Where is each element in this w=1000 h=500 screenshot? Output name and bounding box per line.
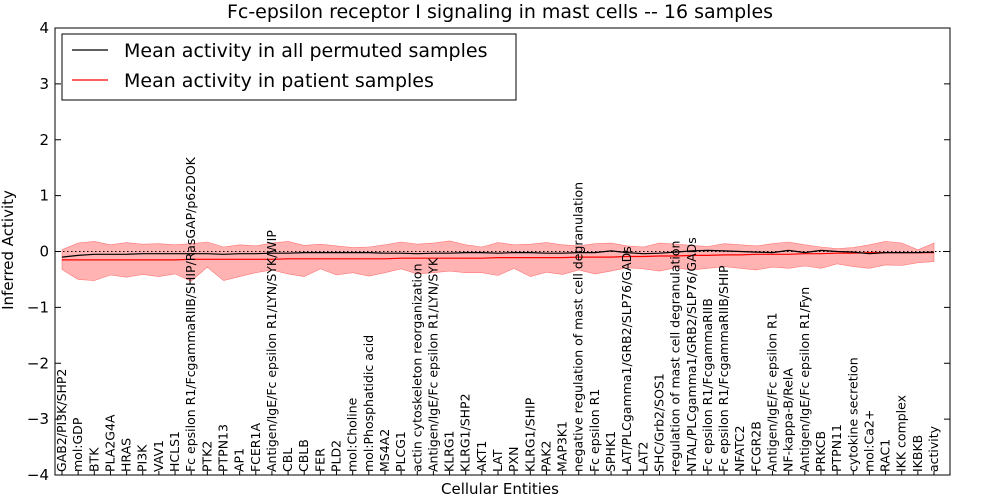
y-tick-label: −3 (27, 410, 49, 428)
x-tick-label: mol:Phosphatidic acid (361, 335, 376, 472)
x-tick-label: MS4A2 (377, 429, 392, 472)
x-tick-label: HCLS1 (167, 431, 182, 472)
x-tick-label: SHC/Grb2/SOS1 (651, 373, 666, 472)
y-tick-label: 3 (39, 75, 49, 93)
y-tick-label: 4 (39, 19, 49, 37)
x-tick-label: PRKCB (813, 431, 828, 472)
x-tick-label: PAK2 (538, 441, 553, 472)
x-tick-label: PXN (506, 447, 521, 472)
legend-box (61, 33, 517, 101)
x-tick-label: PTPN13 (215, 424, 230, 472)
x-tick-label: cytokine secretion (845, 357, 860, 472)
x-tick-label: regulation of mast cell degranulation (668, 241, 683, 472)
y-tick-label: −2 (27, 354, 49, 372)
x-tick-label: PTPN11 (829, 424, 844, 472)
y-tick-label: 1 (39, 187, 49, 205)
x-tick-label: SPHK1 (603, 431, 618, 472)
plot-area (55, 240, 950, 282)
x-tick-label: NFATC2 (732, 425, 747, 472)
x-tick-label: mol:Ca2+ (861, 410, 876, 472)
plot-frame (54, 27, 951, 476)
x-tick-label: Fc epsilon R1/FcgammaRIIB (700, 298, 715, 472)
x-tick-label: KLRG1 (442, 431, 457, 473)
x-tick-label: GAB2/PI3K/SHP2 (54, 369, 69, 472)
chart-title: Fc-epsilon receptor I signaling in mast … (227, 1, 773, 23)
x-tick-label: negative regulation of mast cell degranu… (571, 182, 586, 472)
y-tick-label: −1 (27, 298, 49, 316)
x-tick-label: PTK2 (199, 441, 214, 472)
x-tick-label: activity (926, 425, 941, 472)
y-axis-ticks: −4 −3 −2 −1 0 1 2 3 4 (27, 19, 950, 484)
x-tick-label: PLCG1 (393, 431, 408, 472)
y-tick-label: 2 (39, 131, 49, 149)
x-tick-label: NF-kappa-B/RelA (781, 368, 796, 472)
x-tick-label: IKK complex (894, 395, 909, 472)
x-tick-label: actin cytoskeleton reorganization (409, 263, 424, 472)
x-tick-label: BTK (86, 447, 101, 472)
y-tick-label: −4 (27, 466, 49, 484)
y-tick-label: 0 (39, 243, 49, 261)
x-tick-label: AP1 (232, 448, 247, 472)
x-tick-label: KLRG1/SHP2 (458, 393, 473, 472)
x-tick-label: Fc epsilon R1 (587, 389, 602, 472)
legend: Mean activity in all permuted samples Me… (61, 33, 517, 101)
x-tick-label: RAC1 (878, 439, 893, 472)
x-tick-label: LAT/PLCgamma1/GRB2/SLP76/GADs (619, 246, 634, 472)
x-tick-label: Antigen/IgE/Fc epsilon R1 (765, 312, 780, 472)
x-tick-label: FCGR2B (748, 421, 763, 472)
x-tick-label: NTAL/PLCgamma1/GRB2/SLP76/GADs (684, 237, 699, 472)
x-tick-label: CBL (280, 448, 295, 472)
x-tick-label: PLD2 (329, 440, 344, 472)
x-tick-label: FER (312, 448, 327, 472)
y-axis-label: Inferred Activity (0, 190, 17, 310)
x-tick-label: VAV1 (151, 440, 166, 472)
x-tick-label: Fc epsilon R1/FcgammaRIIB/SHIP (716, 265, 731, 472)
patient-series-line (62, 252, 934, 261)
legend-label-permuted: Mean activity in all permuted samples (124, 40, 487, 62)
x-tick-label: LAT (490, 449, 505, 472)
x-tick-label: FCER1A (248, 423, 263, 472)
x-tick-label: AKT1 (474, 441, 489, 472)
x-axis-label: Cellular Entities (441, 480, 559, 498)
x-tick-label: LAT2 (635, 442, 650, 472)
x-tick-label: mol:GDP (70, 417, 85, 472)
x-tick-label: HRAS (119, 438, 134, 472)
x-tick-label: Antigen/IgE/Fc epsilon R1/Fyn (797, 287, 812, 472)
x-tick-label: PLA2G4A (102, 414, 117, 472)
legend-label-patient: Mean activity in patient samples (124, 70, 434, 92)
x-tick-label: Fc epsilon R1/FcgammaRIIB/SHIP/RasGAP/p6… (183, 156, 198, 472)
x-tick-label: CBLB (296, 439, 311, 472)
permuted-series-line (61, 249, 935, 258)
x-tick-label: mol:Choline (345, 397, 360, 472)
x-tick-label: Antigen/IgE/Fc epsilon R1/LYN/SYK/WIP (264, 230, 279, 472)
x-tick-label: PI3K (135, 444, 150, 472)
x-tick-label: KLRG1/SHIP (522, 397, 537, 472)
x-tick-label: IKBKB (910, 435, 925, 472)
x-tick-label: Antigen/IgE/Fc epsilon R1/LYN/SYK (425, 257, 440, 472)
x-tick-label: MAP3K1 (555, 421, 570, 472)
